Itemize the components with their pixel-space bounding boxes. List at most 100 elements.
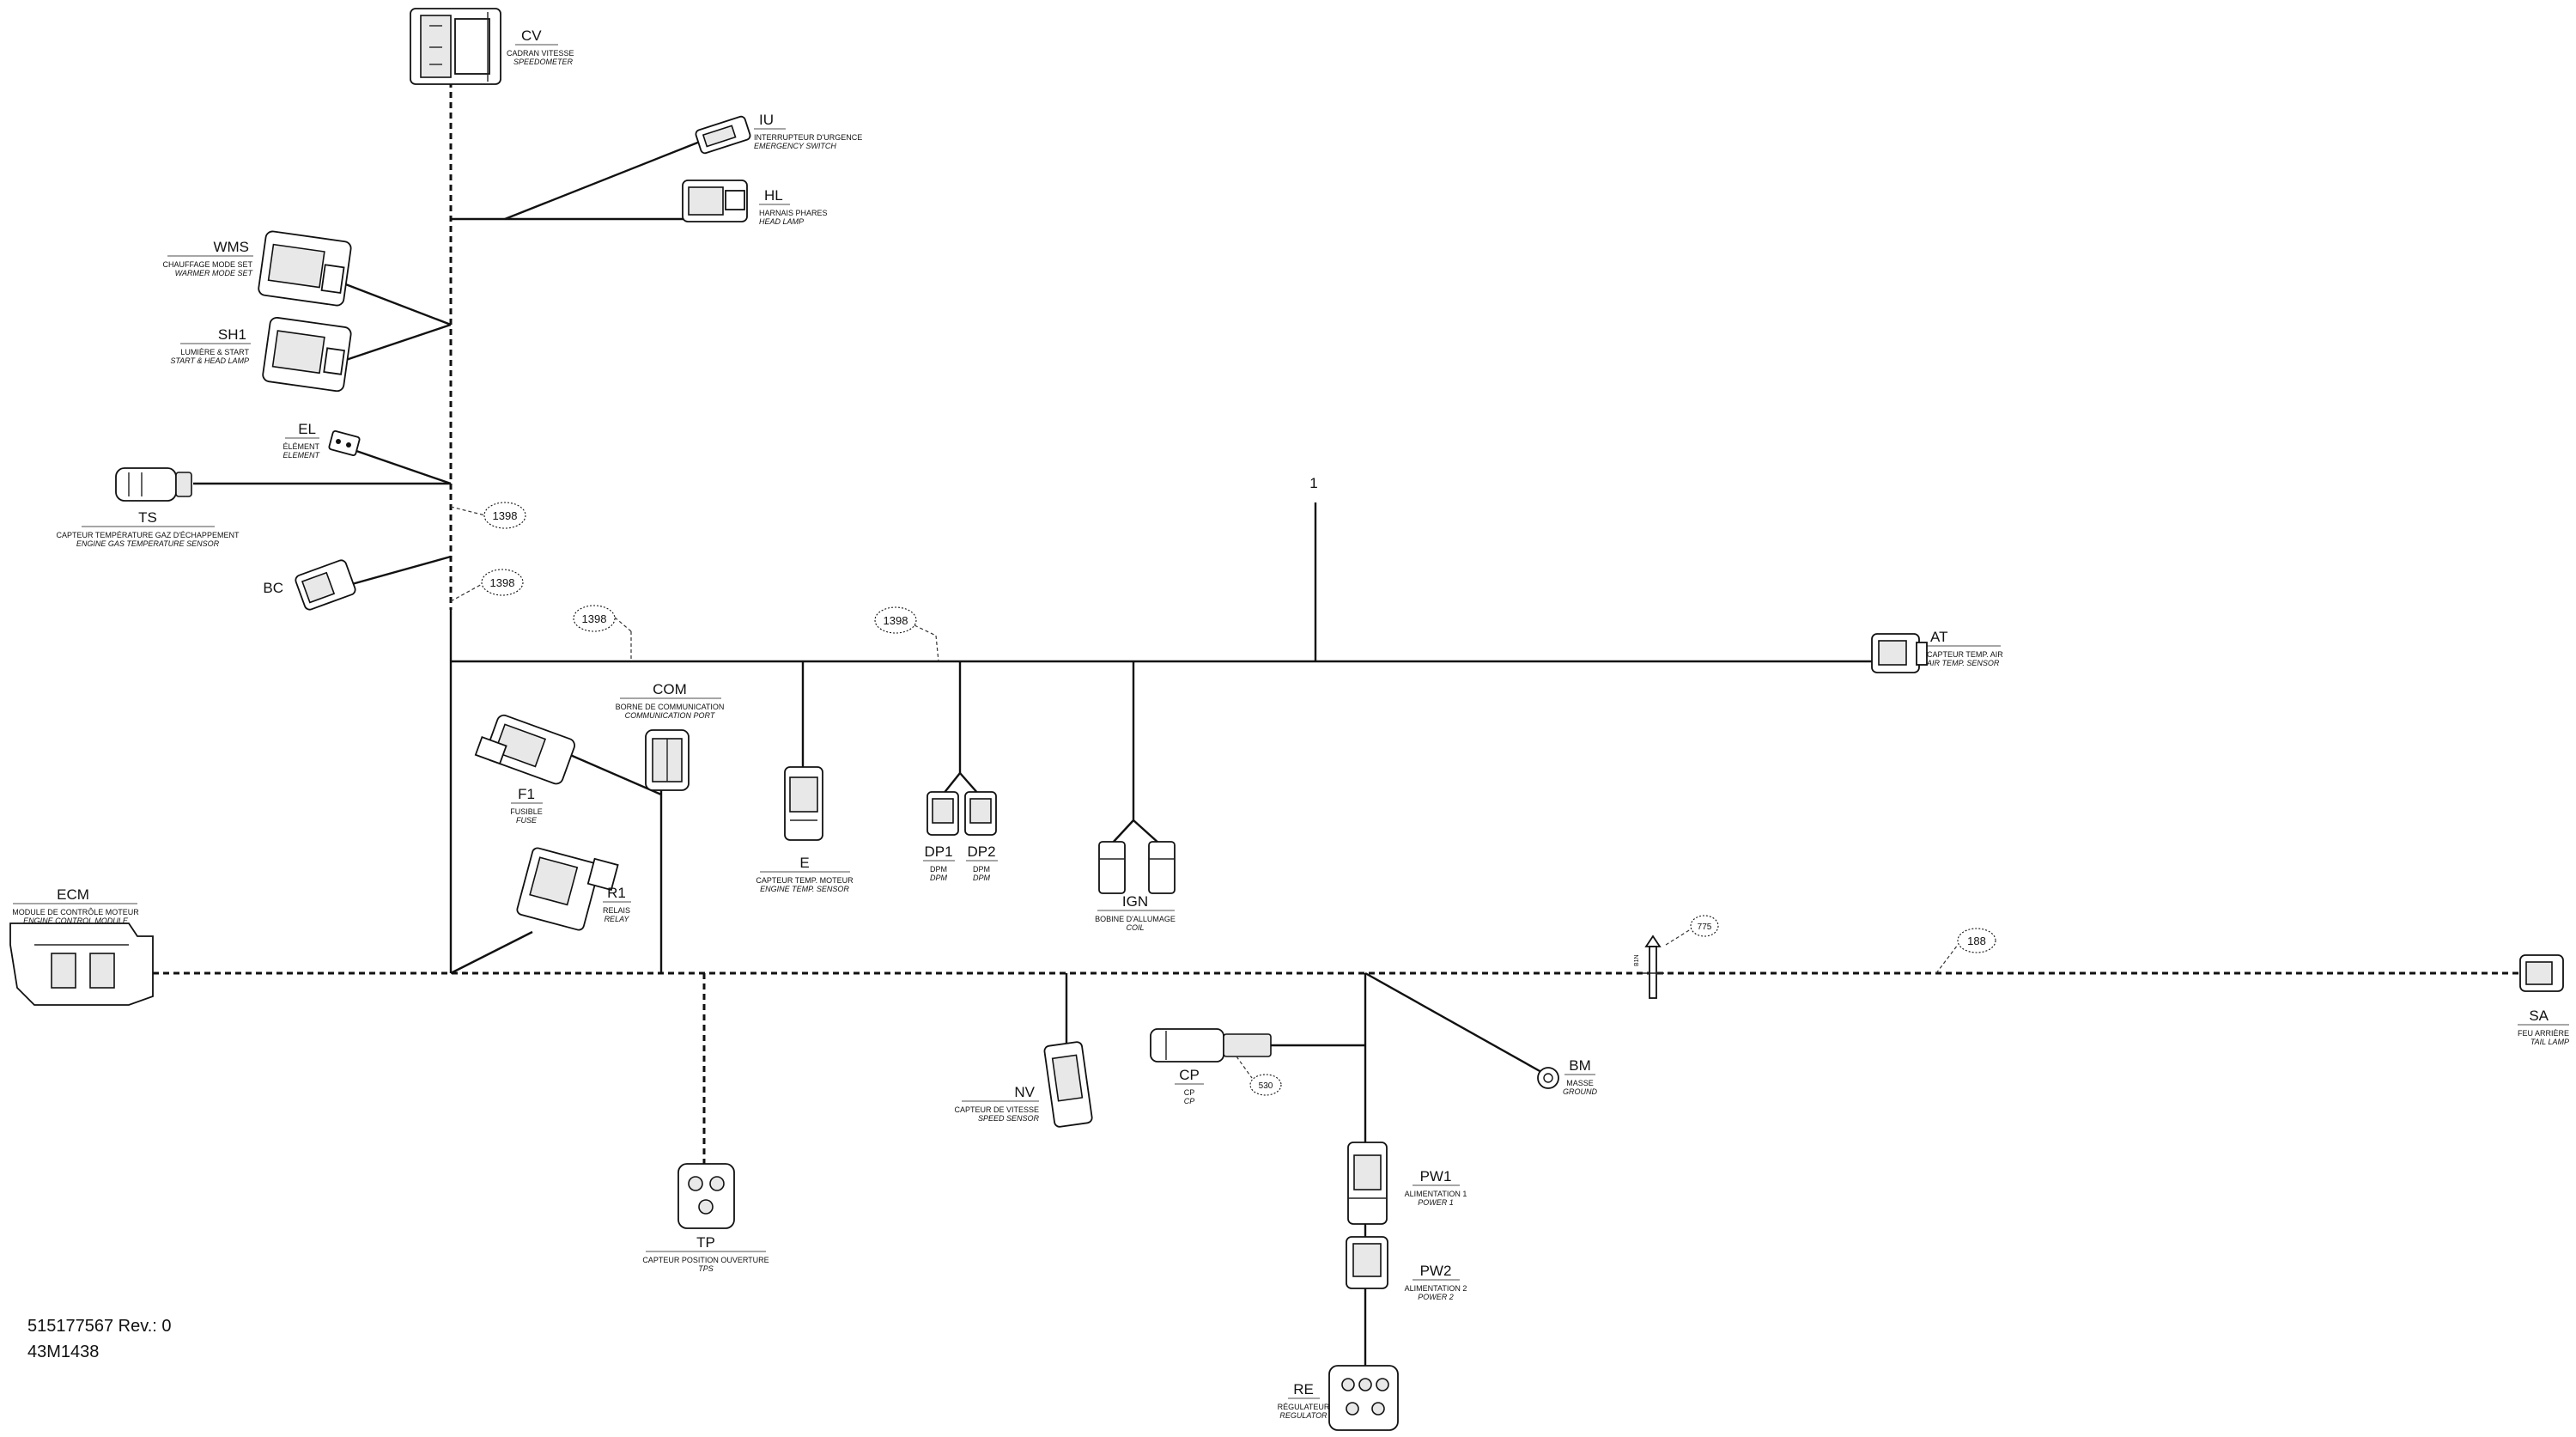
ts-fr: CAPTEUR TEMPÉRATURE GAZ D'ÉCHAPPEMENT	[57, 531, 240, 539]
tp-code: TP	[696, 1234, 715, 1251]
connector-sh1[interactable]	[262, 316, 352, 393]
ref-bubble-530: 530	[1236, 1056, 1282, 1096]
connector-re[interactable]	[1328, 1365, 1399, 1431]
pw1-fr: ALIMENTATION 1	[1405, 1190, 1467, 1198]
dp2-branch-wire	[959, 772, 980, 795]
at-fr: CAPTEUR TEMP. AIR	[1927, 650, 2003, 659]
com-en: COMMUNICATION PORT	[625, 711, 716, 720]
com-code: COM	[653, 681, 687, 697]
label-cv: CV CADRAN VITESSE SPEEDOMETER	[507, 27, 574, 66]
ref-1398-a-text: 1398	[493, 509, 518, 522]
ref-1398-b-text: 1398	[490, 576, 515, 589]
label-ign: IGN BOBINE D'ALLUMAGE COIL	[1095, 893, 1176, 932]
ign-fr: BOBINE D'ALLUMAGE	[1095, 915, 1176, 923]
connector-pw1[interactable]	[1347, 1142, 1388, 1225]
drawing-id: 43M1438	[27, 1343, 99, 1361]
pw1-en: POWER 1	[1418, 1198, 1454, 1207]
label-wms: WMS CHAUFFAGE MODE SET WARMER MODE SET	[162, 239, 253, 277]
sh1-branch-wire	[343, 323, 452, 362]
sa-code: SA	[2529, 1008, 2549, 1024]
ref-bubble-775: 775	[1665, 915, 1719, 946]
f1-code: F1	[518, 786, 535, 802]
clip-label: B1N	[1634, 954, 1640, 966]
connector-tp[interactable]	[677, 1163, 735, 1229]
part-number: 515177567 Rev.: 0	[27, 1317, 172, 1336]
harness-wires	[153, 82, 2520, 1366]
sh1-code: SH1	[218, 326, 246, 343]
connector-r1[interactable]	[516, 847, 619, 931]
connector-pw2[interactable]	[1346, 1236, 1388, 1289]
cv-code: CV	[521, 27, 542, 44]
connector-cv[interactable]	[410, 8, 501, 85]
label-dp2: DP2 DPM DPM	[966, 843, 998, 882]
bm-en: GROUND	[1563, 1087, 1597, 1096]
sh1-fr: LUMIÈRE & START	[180, 348, 249, 356]
nv-code: NV	[1014, 1084, 1035, 1100]
ground-terminal-bm[interactable]	[1537, 1067, 1559, 1089]
dp1-code: DP1	[924, 843, 952, 860]
pw1-code: PW1	[1420, 1168, 1452, 1184]
connector-dp1[interactable]	[927, 791, 959, 836]
connector-nv[interactable]	[1043, 1041, 1093, 1128]
ign-code: IGN	[1122, 893, 1148, 910]
ref-1398-d-text: 1398	[884, 614, 908, 627]
label-ts: TS CAPTEUR TEMPÉRATURE GAZ D'ÉCHAPPEMENT…	[57, 509, 240, 548]
ign-en: COIL	[1126, 923, 1144, 932]
tp-fr: CAPTEUR POSITION OUVERTURE	[642, 1256, 769, 1264]
connector-ecm[interactable]	[9, 922, 154, 1006]
connector-cp[interactable]	[1150, 1028, 1272, 1063]
dp2-fr: DPM	[973, 865, 990, 874]
connector-at[interactable]	[1871, 633, 1928, 673]
connector-sa[interactable]	[2519, 954, 2564, 992]
ref-530-text: 530	[1259, 1081, 1273, 1091]
e-en: ENGINE TEMP. SENSOR	[760, 885, 849, 893]
label-f1: F1 FUSIBLE FUSE	[510, 786, 543, 825]
pw2-en: POWER 2	[1418, 1293, 1454, 1301]
connector-iu[interactable]	[695, 115, 751, 155]
label-re: RE RÉGULATEUR REGULATOR	[1278, 1381, 1330, 1420]
pw2-code: PW2	[1420, 1263, 1452, 1279]
ref-bubble-1398-a: 1398	[450, 502, 526, 529]
hl-code: HL	[764, 187, 783, 204]
tp-en: TPS	[698, 1264, 714, 1273]
e-code: E	[799, 855, 809, 871]
ecm-en: ENGINE CONTROL MODULE	[23, 916, 129, 925]
f1-branch-wire	[562, 750, 662, 796]
branch-1-label: 1	[1309, 475, 1317, 491]
connector-wms[interactable]	[258, 230, 352, 307]
re-fr: RÉGULATEUR	[1278, 1403, 1330, 1411]
nv-fr: CAPTEUR DE VITESSE	[954, 1105, 1039, 1114]
iu-fr: INTERRUPTEUR D'URGENCE	[754, 133, 862, 142]
dp2-en: DPM	[973, 874, 991, 882]
r1-en: RELAY	[605, 915, 630, 923]
connector-hl[interactable]	[682, 180, 748, 222]
iu-code: IU	[759, 112, 774, 128]
el-code: EL	[298, 421, 316, 437]
r1-code: R1	[607, 885, 626, 901]
sa-en: TAIL LAMP	[2530, 1038, 2569, 1046]
ts-code: TS	[138, 509, 157, 526]
sa-fr: FEU ARRIÈRE	[2518, 1029, 2569, 1038]
label-sa: SA FEU ARRIÈRE TAIL LAMP	[2518, 1008, 2569, 1046]
connector-e[interactable]	[784, 766, 823, 841]
cp-code: CP	[1179, 1067, 1200, 1083]
connector-bc[interactable]	[295, 559, 357, 612]
connector-el[interactable]	[328, 430, 361, 456]
pw2-fr: ALIMENTATION 2	[1405, 1284, 1467, 1293]
dp2-code: DP2	[967, 843, 995, 860]
connector-com[interactable]	[645, 729, 690, 791]
el-en: ELEMENT	[283, 451, 320, 460]
connector-dp2[interactable]	[964, 791, 997, 836]
at-code: AT	[1930, 629, 1947, 645]
at-en: AIR TEMP. SENSOR	[1926, 659, 2000, 667]
bm-branch-wire	[1364, 971, 1542, 1074]
cv-en: SPEEDOMETER	[513, 58, 574, 66]
wms-fr: CHAUFFAGE MODE SET	[162, 260, 252, 269]
label-cp: CP CP CP	[1175, 1067, 1204, 1105]
connector-ts[interactable]	[115, 467, 192, 502]
connector-f1[interactable]	[474, 714, 576, 786]
ts-en: ENGINE GAS TEMPERATURE SENSOR	[76, 539, 220, 548]
connector-ign[interactable]	[1098, 841, 1176, 894]
ref-bubble-1398-c: 1398	[573, 605, 632, 661]
ign-left-wire	[1111, 819, 1134, 844]
